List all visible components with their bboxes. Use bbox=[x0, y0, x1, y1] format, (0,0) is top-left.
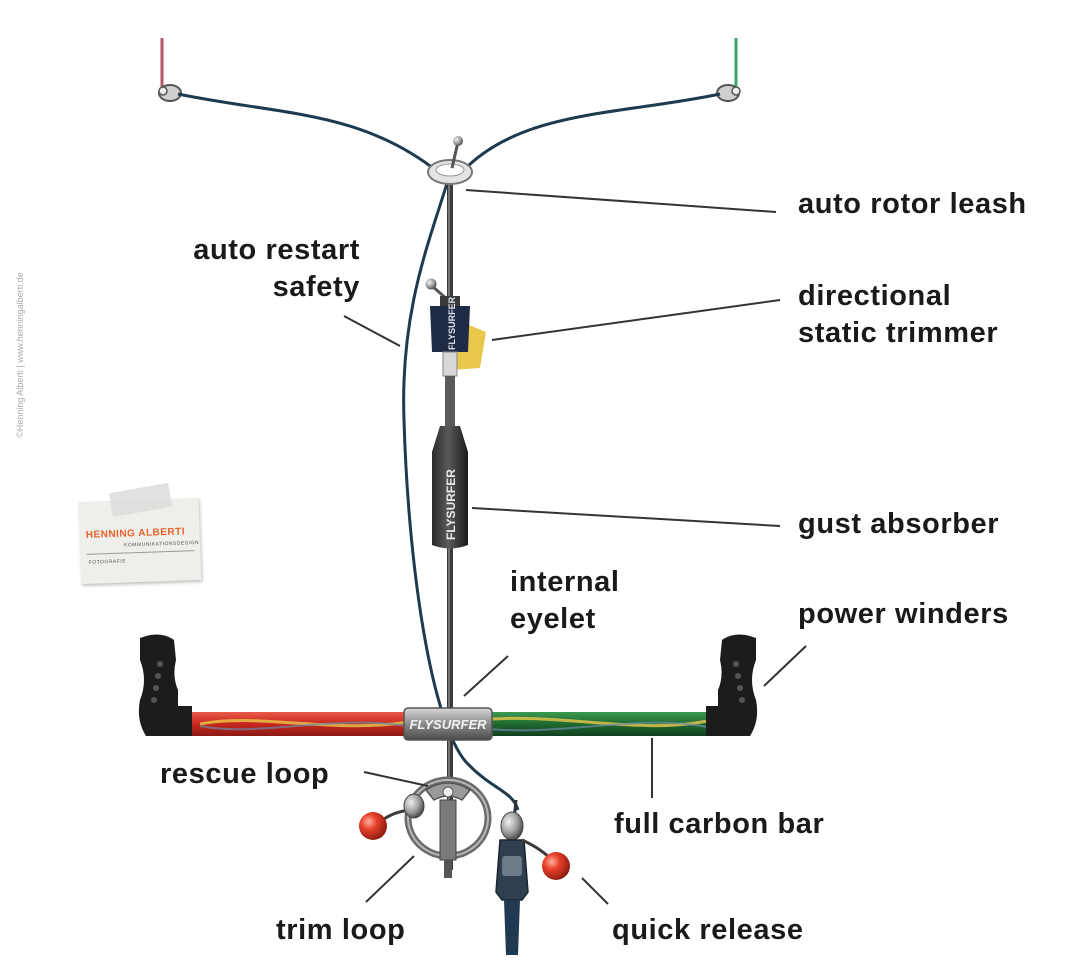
quick-release[interactable] bbox=[495, 799, 570, 955]
left-leash-line bbox=[177, 92, 439, 174]
label-gust-absorber-text: gust absorber bbox=[798, 508, 1000, 540]
card-name: HENNING ALBERTI bbox=[85, 526, 186, 541]
label-trim-loop-text: trim loop bbox=[276, 914, 406, 946]
directional-static-trimmer: FLYSURFER bbox=[430, 296, 486, 377]
right-leash-line bbox=[460, 92, 721, 174]
auto-restart-safety-line bbox=[402, 179, 520, 811]
label-auto-restart-line1: auto restart bbox=[193, 234, 360, 266]
leader-auto-restart-safety bbox=[343, 315, 401, 347]
quick-release-ball[interactable] bbox=[542, 852, 570, 880]
right-pulley bbox=[716, 84, 741, 102]
leader-auto-rotor-leash bbox=[465, 189, 777, 213]
right-power-winder[interactable] bbox=[706, 634, 758, 736]
bar-center-sleeve bbox=[403, 707, 493, 741]
label-auto-restart-line2: safety bbox=[272, 271, 360, 303]
label-gust-absorber: gust absorber bbox=[798, 506, 999, 543]
label-full-carbon-bar-text: full carbon bar bbox=[614, 808, 825, 840]
left-pulley bbox=[158, 84, 182, 102]
left-release-ball[interactable] bbox=[359, 812, 387, 840]
absorber-logo: FLYSURFER bbox=[444, 469, 458, 540]
card-line1: KOMMUNIKATIONSDESIGN bbox=[124, 539, 200, 549]
leader-directional-static-trimmer bbox=[491, 299, 781, 341]
gust-absorber: FLYSURFER bbox=[432, 376, 468, 549]
label-internal-eyelet-line1: internal bbox=[510, 566, 620, 598]
auto-rotor-leash-swivel bbox=[427, 136, 473, 185]
label-rescue-loop-text: rescue loop bbox=[160, 758, 330, 790]
label-power-winders: power winders bbox=[798, 596, 1009, 633]
business-card: HENNING ALBERTI KOMMUNIKATIONSDESIGN FOT… bbox=[78, 482, 202, 585]
trimmer-logo: FLYSURFER bbox=[447, 296, 457, 350]
label-auto-rotor-leash-text: auto rotor leash bbox=[798, 188, 1027, 220]
rescue-loop[interactable] bbox=[424, 782, 472, 801]
label-trim-loop: trim loop bbox=[276, 912, 405, 949]
label-directional-line1: directional bbox=[798, 280, 952, 312]
leader-internal-eyelet bbox=[463, 655, 509, 697]
card-line2: FOTOGRAFIE bbox=[88, 558, 127, 566]
leader-rescue-loop bbox=[363, 771, 429, 787]
label-auto-rotor-leash: auto rotor leash bbox=[798, 186, 1027, 223]
leader-quick-release bbox=[581, 877, 609, 905]
leader-power-winders bbox=[763, 645, 807, 687]
label-internal-eyelet-line2: eyelet bbox=[510, 603, 596, 635]
label-internal-eyelet: internal eyelet bbox=[510, 564, 620, 638]
label-auto-restart-safety: auto restart safety bbox=[180, 232, 360, 306]
label-full-carbon-bar: full carbon bar bbox=[614, 806, 824, 843]
label-quick-release: quick release bbox=[612, 912, 804, 949]
label-power-winders-text: power winders bbox=[798, 598, 1009, 630]
label-directional-static-trimmer: directional static trimmer bbox=[798, 278, 998, 352]
left-power-winder[interactable] bbox=[138, 634, 192, 736]
leader-lines bbox=[343, 189, 807, 905]
card-rule bbox=[86, 550, 195, 555]
leader-gust-absorber bbox=[471, 507, 781, 527]
label-quick-release-text: quick release bbox=[612, 914, 804, 946]
leader-trim-loop bbox=[365, 855, 415, 903]
left-release-handle[interactable] bbox=[359, 793, 425, 840]
bar-logo: FLYSURFER bbox=[409, 717, 487, 732]
label-directional-line2: static trimmer bbox=[798, 317, 999, 349]
photo-credit: ©Henning Alberti | www.henningalberti.de bbox=[15, 272, 25, 438]
control-bar[interactable]: FLYSURFER bbox=[178, 707, 718, 741]
chicken-loop-stem bbox=[439, 799, 457, 878]
label-rescue-loop: rescue loop bbox=[160, 756, 329, 793]
